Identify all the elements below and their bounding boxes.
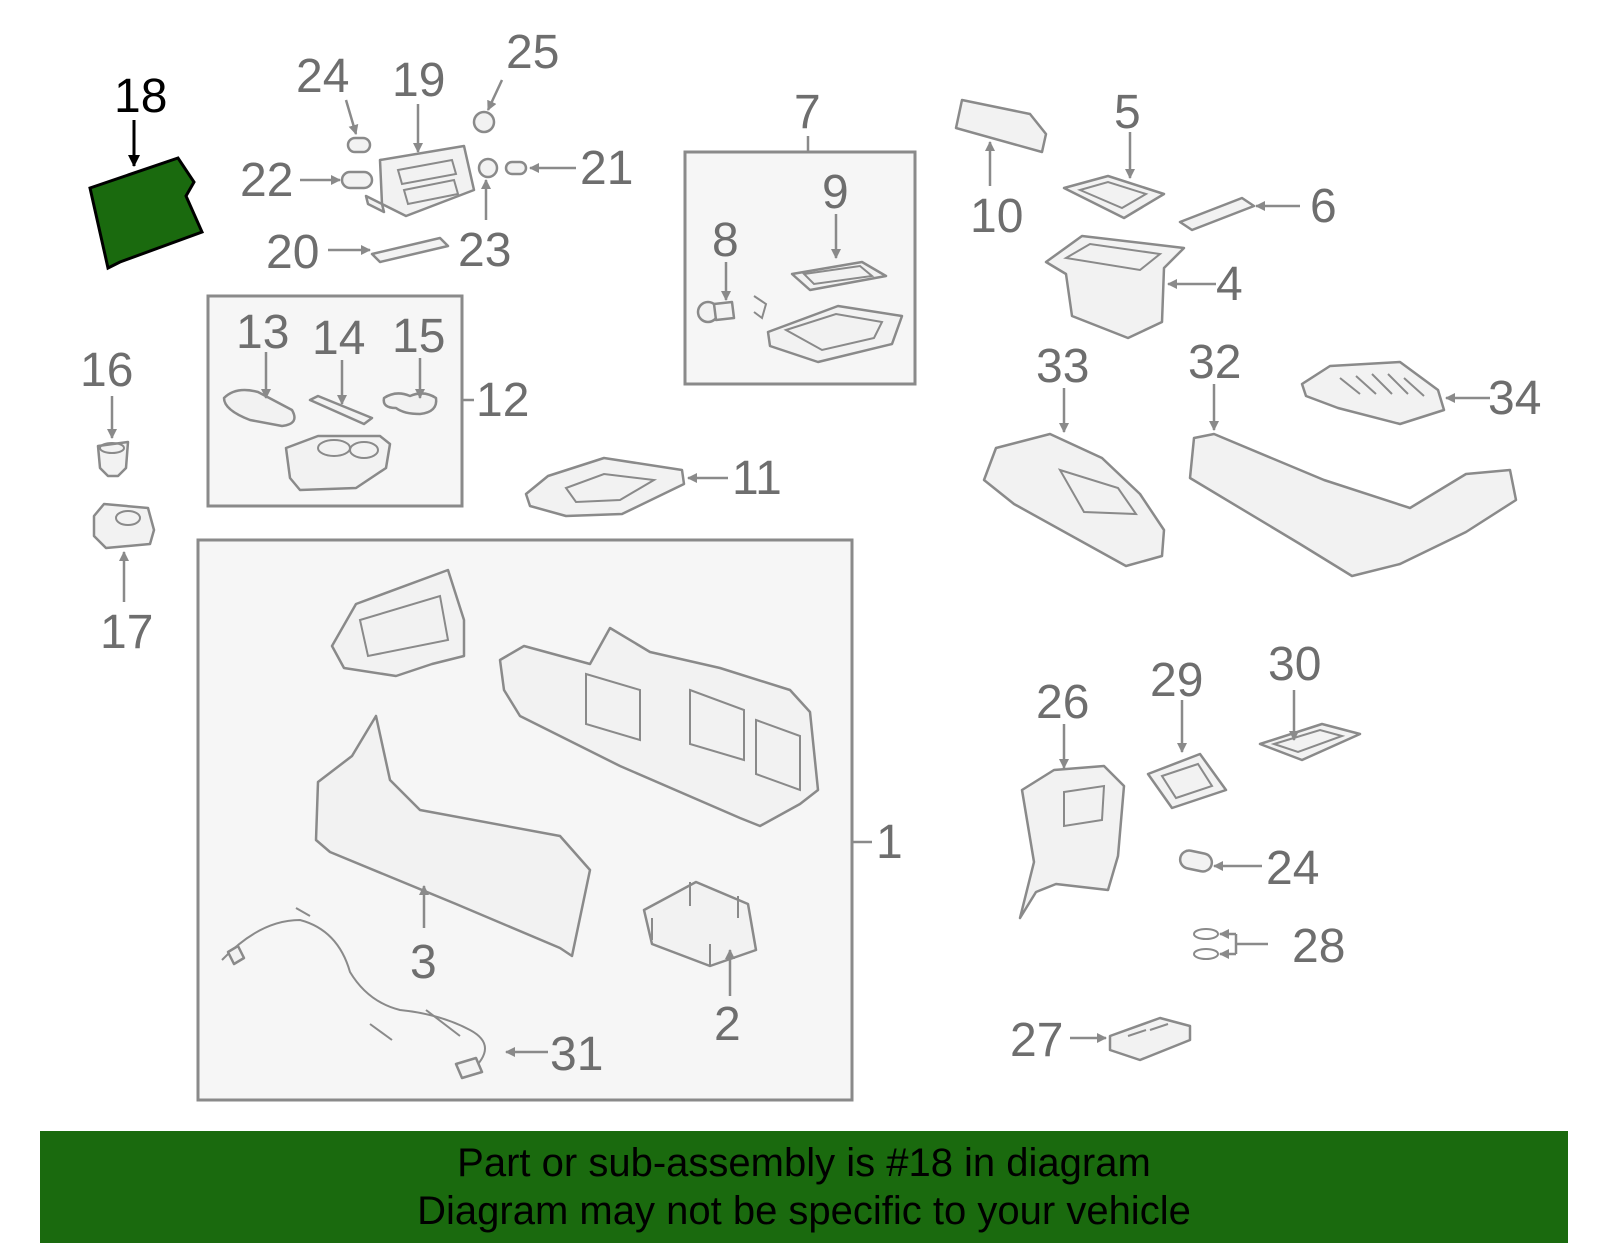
- part-22-knob: 22: [240, 154, 374, 207]
- part-23-ring: 23: [458, 179, 511, 277]
- label-25: 25: [506, 26, 559, 79]
- part-34-module: 34: [1300, 360, 1541, 426]
- label-12: 12: [476, 374, 529, 427]
- label-31: 31: [550, 1028, 603, 1081]
- part-4-bin: 4: [1044, 234, 1243, 340]
- part-1-group: 1 3 2 31: [221, 568, 903, 1081]
- part-18-highlighted[interactable]: 18: [88, 70, 205, 271]
- label-9: 9: [822, 166, 849, 219]
- label-8: 8: [712, 214, 739, 267]
- part-12-group: 12 13 14 15: [222, 306, 529, 492]
- part-5-lid: 5: [1062, 86, 1166, 220]
- label-2: 2: [714, 998, 741, 1051]
- banner-line-1: Part or sub-assembly is #18 in diagram: [457, 1141, 1151, 1185]
- label-32: 32: [1188, 336, 1241, 389]
- part-28-clips: 28: [1193, 920, 1345, 973]
- info-banner: Part or sub-assembly is #18 in diagram D…: [40, 1131, 1568, 1243]
- label-29: 29: [1150, 654, 1203, 707]
- label-34: 34: [1488, 372, 1541, 425]
- label-1: 1: [876, 816, 903, 869]
- label-18: 18: [114, 70, 167, 123]
- label-7: 7: [794, 86, 821, 139]
- label-11: 11: [732, 452, 782, 505]
- label-28: 28: [1292, 920, 1345, 973]
- label-6: 6: [1310, 180, 1337, 233]
- label-19: 19: [392, 54, 445, 107]
- label-17: 17: [100, 606, 153, 659]
- label-22: 22: [240, 154, 293, 207]
- part-25-knob: 25: [472, 26, 559, 134]
- part-27-switch: 27: [1010, 1014, 1192, 1067]
- part-10-bracket: 10: [954, 98, 1048, 243]
- label-4: 4: [1216, 258, 1243, 311]
- label-21: 21: [580, 142, 633, 195]
- part-16-clip: 16: [80, 344, 133, 478]
- label-15: 15: [392, 310, 445, 363]
- part-26-bezel: 26: [1018, 676, 1126, 920]
- label-10: 10: [970, 190, 1023, 243]
- part-24-button-right: 24: [1178, 842, 1319, 895]
- part-29-insert: 29: [1146, 654, 1228, 810]
- label-3: 3: [410, 936, 437, 989]
- label-30: 30: [1268, 638, 1321, 691]
- label-5: 5: [1114, 86, 1141, 139]
- part-30-mat: 30: [1258, 638, 1362, 762]
- banner-line-2: Diagram may not be specific to your vehi…: [417, 1189, 1191, 1233]
- label-20: 20: [266, 226, 319, 279]
- part-32-rail: 32: [1188, 336, 1518, 578]
- part-19-bezel: 19: [364, 54, 476, 218]
- label-24-right: 24: [1266, 842, 1319, 895]
- part-24-button: 24: [296, 50, 372, 154]
- part-17-mount: 17: [92, 502, 156, 659]
- label-16: 16: [80, 344, 133, 397]
- part-20-pad: 20: [266, 226, 450, 279]
- part-11-trim: 11: [524, 452, 782, 518]
- label-13: 13: [236, 306, 289, 359]
- label-26: 26: [1036, 676, 1089, 729]
- label-24-top: 24: [296, 50, 349, 103]
- part-33-shifter-base: 33: [982, 340, 1166, 568]
- label-23: 23: [458, 224, 511, 277]
- part-21-knob: 21: [477, 142, 633, 195]
- label-27: 27: [1010, 1014, 1063, 1067]
- part-7-group: 7 9 8: [696, 86, 904, 364]
- label-33: 33: [1036, 340, 1089, 393]
- label-14: 14: [312, 312, 365, 365]
- part-6-pad: 6: [1178, 180, 1337, 233]
